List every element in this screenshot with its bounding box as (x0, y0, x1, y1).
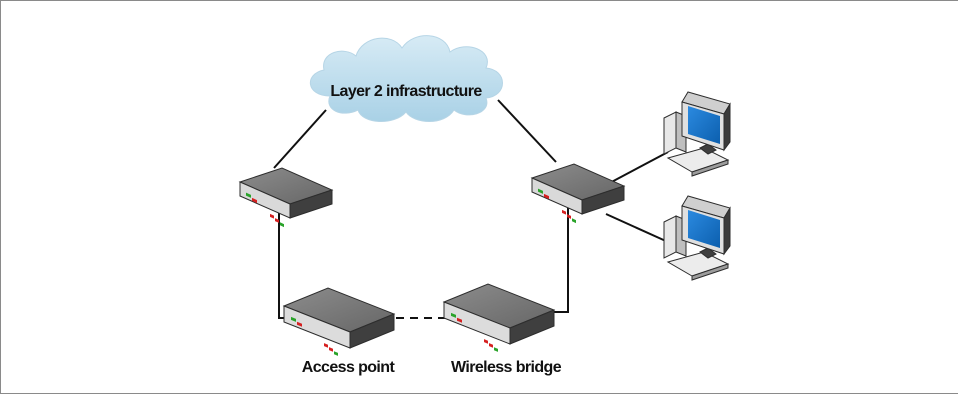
cloud-label: Layer 2 infrastructure (330, 83, 482, 100)
computer-bottom (663, 195, 731, 281)
link-left-switch-access-point (278, 210, 292, 319)
access-point-label: Access point (302, 359, 396, 376)
link-cloud-left-switch (273, 109, 327, 169)
left-switch (239, 167, 333, 228)
link-right-switch-wireless-bridge (552, 206, 569, 313)
connections (273, 99, 669, 319)
link-cloud-right-switch (497, 99, 557, 163)
link-right-switch-computer-bottom (605, 213, 669, 243)
access-point (283, 287, 395, 357)
wireless-bridge-label: Wireless bridge (451, 359, 562, 376)
layer2-cloud: Layer 2 infrastructure (309, 35, 503, 123)
wireless-bridge (443, 283, 555, 353)
link-right-switch-computer-top (603, 151, 669, 187)
computer-top (663, 91, 731, 177)
right-switch (531, 163, 625, 224)
